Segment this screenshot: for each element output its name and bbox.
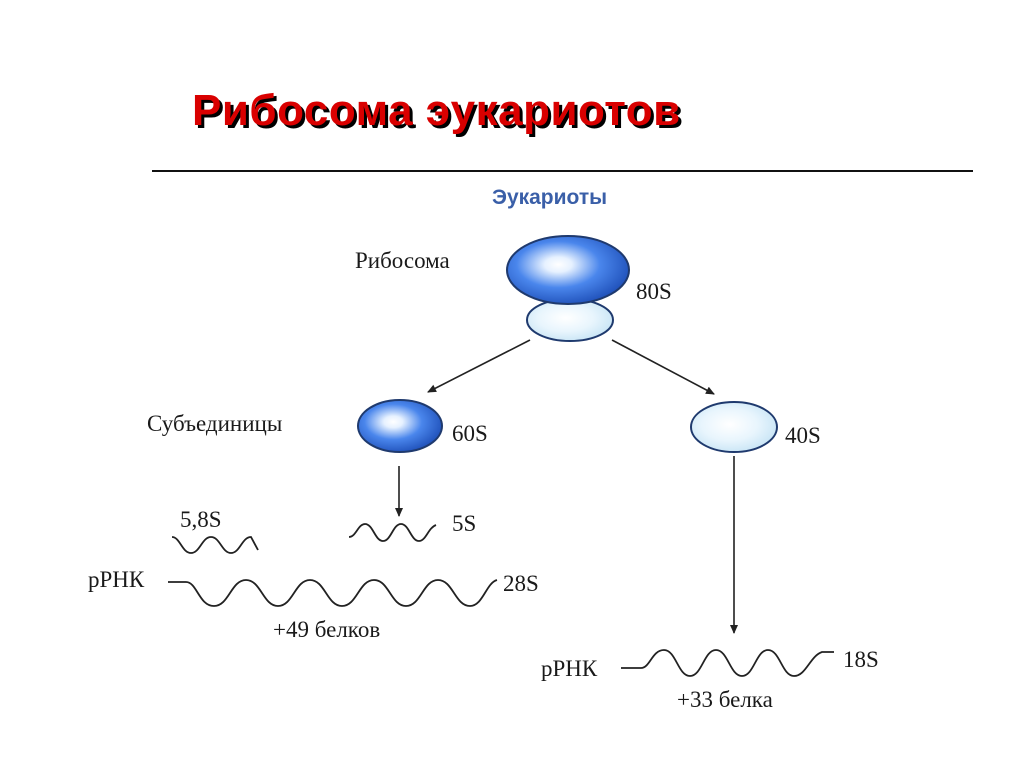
ribosome-label: Рибосома	[355, 248, 450, 273]
large-subunit-60s-shape	[357, 399, 443, 453]
ribosome-sediment-label: 80S	[636, 279, 672, 304]
rrna-5s-wave	[348, 523, 437, 542]
title-divider	[152, 170, 973, 172]
large-subunit-sediment: 60S	[452, 421, 488, 446]
rrna-28s-wave	[168, 579, 498, 607]
rrna-5-8s-wave	[171, 536, 259, 554]
rrna-28s-label: 28S	[503, 571, 539, 596]
small-subunit-40s-shape	[690, 401, 778, 453]
arrow-to-60s	[427, 339, 531, 393]
subunits-label: Субъединицы	[147, 411, 282, 436]
proteins-small-subunit: +33 белка	[677, 687, 773, 712]
small-subunit-sediment: 40S	[785, 423, 821, 448]
proteins-large-subunit: +49 белков	[273, 617, 380, 642]
slide-title: Рибосома эукариотов	[192, 86, 681, 135]
arrow-to-40s	[611, 339, 715, 395]
rrna-prefix-28s: рРНК	[88, 567, 145, 592]
ribosome-small-subunit-shape	[526, 298, 614, 342]
rrna-prefix-18s: рРНК	[541, 656, 598, 681]
rrna-5s-label: 5S	[452, 511, 476, 536]
ribosome-large-subunit-shape	[506, 235, 630, 305]
rrna-18s-wave	[621, 649, 834, 677]
rrna-5-8s-label: 5,8S	[180, 507, 222, 532]
diagram-header: Эукариоты	[492, 186, 607, 209]
rrna-18s-label: 18S	[843, 647, 879, 672]
